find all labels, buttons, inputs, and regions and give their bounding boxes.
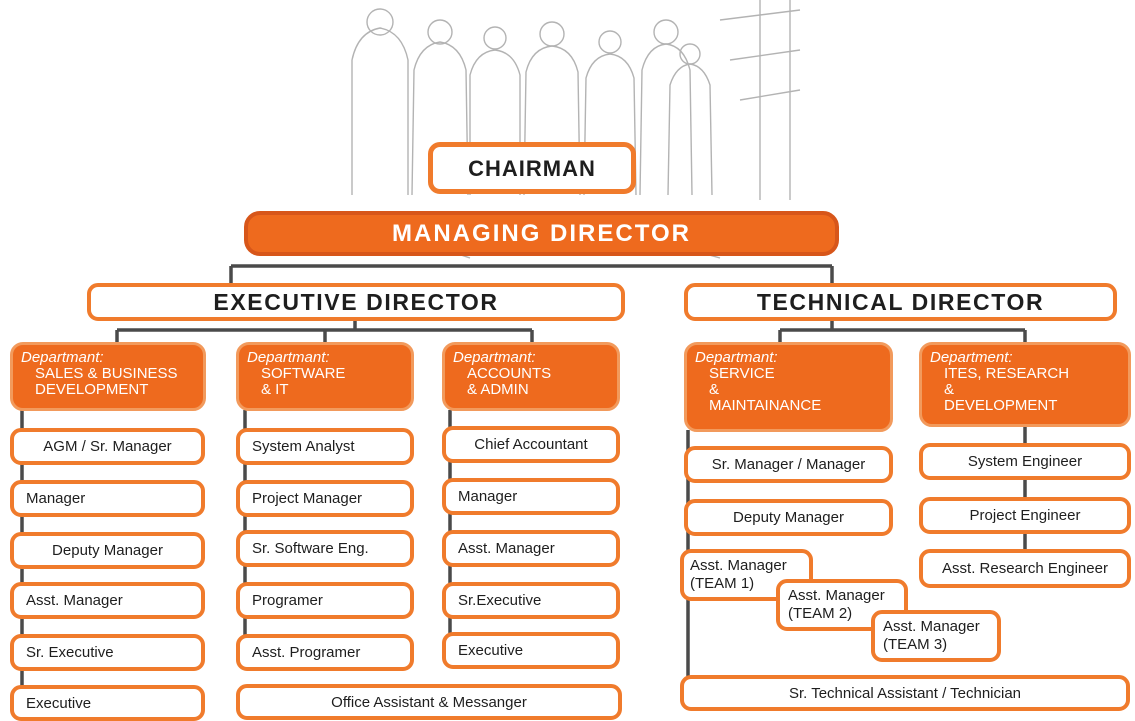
role-box: Manager: [442, 478, 620, 515]
role-box: Executive: [442, 632, 620, 669]
role-box: Project Engineer: [919, 497, 1131, 534]
department-name: ACCOUNTS & ADMIN: [467, 365, 552, 398]
department-ites-research-development: Department: ITES, RESEARCH & DEVELOPMENT: [919, 342, 1131, 427]
role-box: Sr. Software Eng.: [236, 530, 414, 567]
technician-box: Sr. Technical Assistant / Technician: [680, 675, 1130, 711]
role-box: Sr. Executive: [10, 634, 205, 671]
role-box: System Analyst: [236, 428, 414, 465]
department-name: SALES & BUSINESS DEVELOPMENT: [35, 365, 178, 398]
role-box: Asst. Programer: [236, 634, 414, 671]
role-box: Project Manager: [236, 480, 414, 517]
role-box: Deputy Manager: [10, 532, 205, 569]
department-name: SOFTWARE & IT: [261, 365, 346, 398]
department-software-it: Departmant: SOFTWARE & IT: [236, 342, 414, 411]
department-label: Departmant:: [21, 349, 104, 366]
role-box: Asst. Manager: [442, 530, 620, 567]
team-box: Asst. Manager (TEAM 1): [680, 549, 813, 601]
role-box: Sr.Executive: [442, 582, 620, 619]
executive-director-box: EXECUTIVE DIRECTOR: [87, 283, 625, 321]
department-label: Departmant:: [695, 349, 778, 366]
role-box: Manager: [10, 480, 205, 517]
department-accounts-admin: Departmant: ACCOUNTS & ADMIN: [442, 342, 620, 411]
chairman-box: CHAIRMAN: [428, 142, 636, 194]
role-box: System Engineer: [919, 443, 1131, 480]
managing-director-box: MANAGING DIRECTOR: [244, 211, 839, 256]
department-label: Departmant:: [247, 349, 330, 366]
team-box: Asst. Manager (TEAM 3): [871, 610, 1001, 662]
role-box: AGM / Sr. Manager: [10, 428, 205, 465]
role-box: Deputy Manager: [684, 499, 893, 536]
department-service-maintainance: Departmant: SERVICE & MAINTAINANCE: [684, 342, 893, 432]
department-sales-business-development: Departmant: SALES & BUSINESS DEVELOPMENT: [10, 342, 206, 411]
role-box: Executive: [10, 685, 205, 721]
role-box: Programer: [236, 582, 414, 619]
role-box: Asst. Manager: [10, 582, 205, 619]
role-box: Sr. Manager / Manager: [684, 446, 893, 483]
department-name: ITES, RESEARCH & DEVELOPMENT: [944, 365, 1070, 414]
office-assistant-box: Office Assistant & Messanger: [236, 684, 622, 720]
department-label: Departmant:: [453, 349, 536, 366]
department-label: Department:: [930, 349, 1013, 366]
role-box: Asst. Research Engineer: [919, 549, 1131, 588]
department-name: SERVICE & MAINTAINANCE: [709, 365, 822, 414]
technical-director-box: TECHNICAL DIRECTOR: [684, 283, 1117, 321]
role-box: Chief Accountant: [442, 426, 620, 463]
